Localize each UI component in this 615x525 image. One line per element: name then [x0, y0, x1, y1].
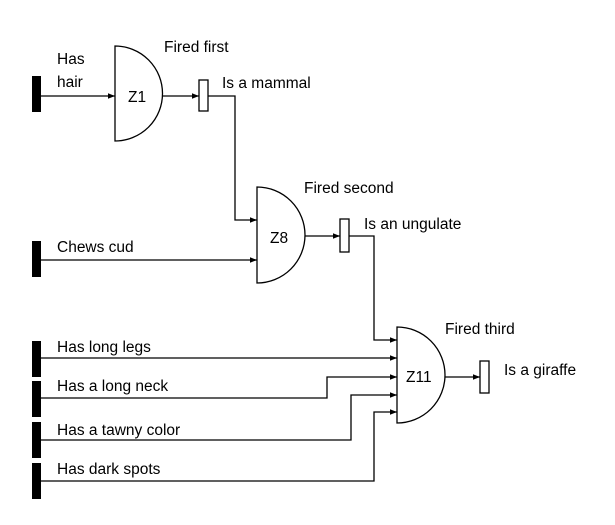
- gate-z1: Has hair Z1 Fired first Is a mammal: [32, 39, 311, 142]
- gate-z8: Chews cud Z8 Fired second Is an ungulate: [32, 95, 461, 284]
- input-label-chews-cud: Chews cud: [57, 239, 134, 256]
- gate-label-z1: Z1: [128, 89, 146, 106]
- input-bar-has-hair: [32, 76, 41, 112]
- input-bar-chews-cud: [32, 241, 41, 277]
- input-bar-has-a-tawny-color: [32, 422, 41, 458]
- input-bar-has-dark-spots: [32, 463, 41, 499]
- output-label-is-a-mammal: Is a mammal: [222, 75, 311, 92]
- gate-label-z8: Z8: [270, 230, 288, 247]
- fired-label-z1: Fired first: [164, 39, 229, 56]
- and-gate-z11: [396, 326, 446, 424]
- wire-mammal-to-z8: [208, 95, 257, 223]
- input-label-has-hair-line1: Has: [57, 51, 85, 68]
- input-label-has-a-long-neck: Has a long neck: [57, 378, 168, 395]
- input-bar-has-a-long-neck: [32, 381, 41, 417]
- gate-z11: Has long legs Has a long neck Has a tawn…: [32, 235, 576, 499]
- input-label-has-a-tawny-color: Has a tawny color: [57, 422, 180, 439]
- output-box-is-a-mammal: [198, 79, 209, 112]
- gate-label-z11: Z11: [406, 369, 432, 386]
- output-label-is-an-ungulate: Is an ungulate: [364, 216, 461, 233]
- wire-tawny-color-to-z11: [41, 392, 397, 441]
- output-box-is-a-giraffe: [479, 360, 490, 394]
- input-label-has-hair-line2: hair: [57, 74, 83, 91]
- output-label-is-a-giraffe: Is a giraffe: [504, 362, 576, 379]
- input-bar-has-long-legs: [32, 341, 41, 377]
- fired-label-z11: Fired third: [445, 321, 515, 338]
- fired-label-z8: Fired second: [304, 180, 394, 197]
- wire-long-neck-to-z11: [41, 374, 397, 399]
- wire-ungulate-to-z11: [349, 235, 397, 343]
- input-label-has-dark-spots: Has dark spots: [57, 461, 161, 478]
- input-label-has-long-legs: Has long legs: [57, 339, 151, 356]
- and-gate-z8: [256, 186, 306, 284]
- output-box-is-an-ungulate: [339, 218, 350, 253]
- wire-dark-spots-to-z11: [41, 409, 397, 482]
